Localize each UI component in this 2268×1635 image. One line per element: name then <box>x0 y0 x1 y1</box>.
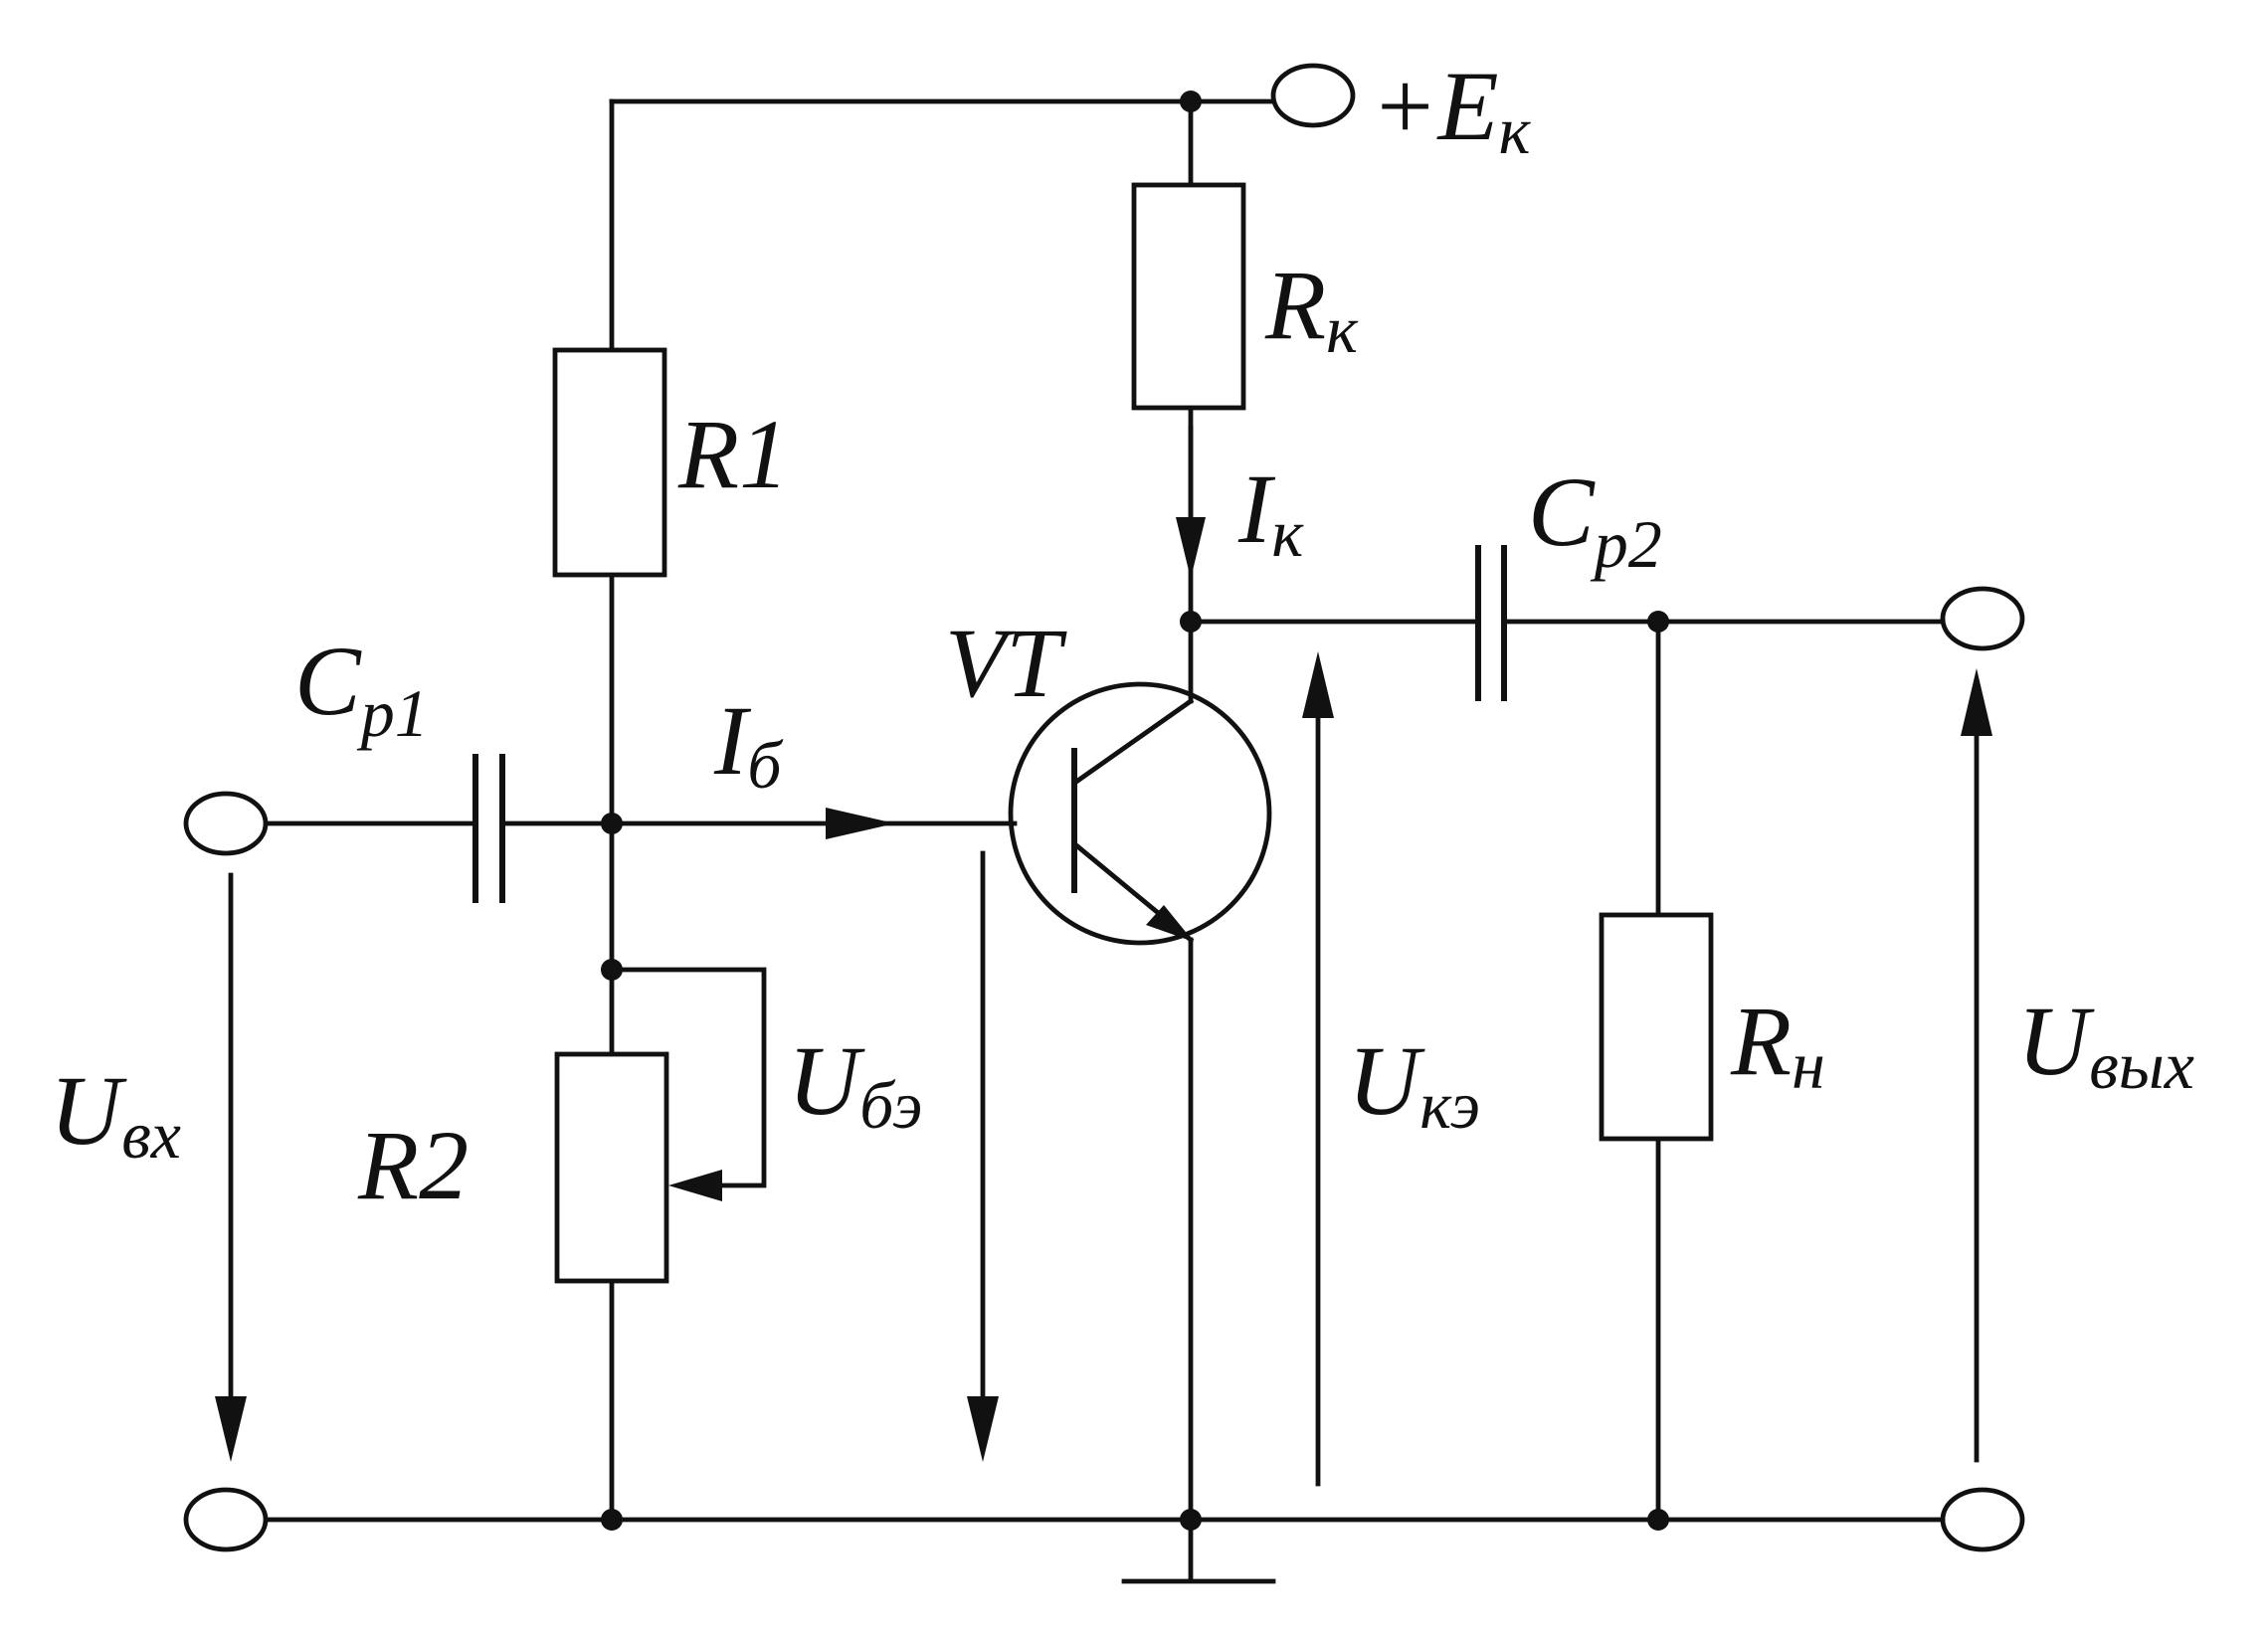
transistor-body <box>1008 681 1272 946</box>
capacitor-cp2 <box>1475 545 1507 701</box>
label-cp1: Cp1 <box>294 626 429 751</box>
label-uke-main: U <box>1348 1025 1425 1136</box>
terminal-output-top <box>1940 586 2025 651</box>
ube-arrow-head <box>967 1396 999 1462</box>
terminal-output-bottom <box>1940 1487 2025 1552</box>
label-ib-main: I <box>713 685 752 796</box>
label-ib-sub: б <box>747 727 784 803</box>
junction-base <box>601 813 623 834</box>
junction-ground-emitter <box>1180 1509 1202 1531</box>
label-uke: Uкэ <box>1348 1025 1480 1143</box>
label-rn: Rн <box>1730 986 1825 1103</box>
junction-supply <box>1180 91 1202 112</box>
resistor-r1 <box>552 347 667 578</box>
label-rn-main: R <box>1730 986 1792 1096</box>
transistor-collector-lead <box>1072 697 1195 786</box>
resistor-rn <box>1599 912 1714 1142</box>
label-ube: Uбэ <box>788 1025 923 1143</box>
label-rn-sub: н <box>1792 1027 1825 1103</box>
arrows <box>215 425 1992 1487</box>
resistor-rk <box>1131 182 1246 411</box>
label-rk-sub: к <box>1326 291 1359 367</box>
label-uvyx-main: U <box>2017 986 2095 1096</box>
label-uvx-sub: вх <box>121 1097 181 1173</box>
label-cp1-sub: p1 <box>357 675 429 751</box>
uvx-arrow-head <box>215 1396 247 1462</box>
emitter-arrow <box>1146 905 1194 942</box>
label-ik: Iк <box>1237 454 1304 571</box>
transistor-vt <box>1008 681 1272 946</box>
label-cp2-sub: p2 <box>1591 506 1662 582</box>
junction-collector <box>1180 611 1202 633</box>
ik-arrow-head <box>1176 517 1206 579</box>
junction-output <box>1647 611 1669 633</box>
uvyx-arrow-head <box>1961 668 1992 736</box>
label-ik-main: I <box>1237 454 1276 564</box>
junctions <box>601 91 1669 1531</box>
label-cp1-main: C <box>294 626 362 736</box>
label-r1-main: R1 <box>677 399 789 509</box>
label-supply-sub: к <box>1499 92 1532 168</box>
label-ib: Iб <box>713 685 784 803</box>
label-vt: VT <box>945 608 1067 718</box>
label-ik-sub: к <box>1271 495 1304 571</box>
ib-arrow-head <box>826 808 895 839</box>
label-uvyx: Uвых <box>2017 986 2194 1103</box>
label-rk: Rк <box>1264 250 1359 367</box>
label-ube-main: U <box>788 1025 865 1136</box>
capacitor-cp1 <box>472 754 505 903</box>
label-uvyx-sub: вых <box>2089 1027 2194 1103</box>
label-uvx: Uвх <box>50 1055 181 1173</box>
label-cp2-main: C <box>1528 456 1596 567</box>
label-cp2: Cp2 <box>1528 456 1662 582</box>
terminal-supply <box>1270 63 1356 128</box>
label-r2-main: R2 <box>357 1110 469 1220</box>
label-ube-sub: бэ <box>859 1067 922 1143</box>
label-supply: +Eк <box>1371 51 1532 168</box>
junction-ground-rn <box>1647 1509 1669 1531</box>
label-r1: R1 <box>677 399 789 509</box>
wires <box>264 98 1948 1584</box>
uke-arrow-head <box>1302 651 1334 718</box>
junction-ground-r2 <box>601 1509 623 1531</box>
r2-wiper-arrow-head <box>668 1170 722 1201</box>
label-uke-sub: кэ <box>1419 1067 1480 1143</box>
label-r2: R2 <box>357 1110 469 1220</box>
resistor-r2 <box>554 1051 669 1284</box>
wire-r2-pot-loop <box>609 967 767 1188</box>
label-uvx-main: U <box>50 1055 127 1166</box>
junction-r2-top <box>601 959 623 981</box>
label-supply-main: +E <box>1371 51 1499 161</box>
terminal-input-bottom <box>183 1487 269 1552</box>
label-rk-main: R <box>1264 250 1326 360</box>
label-vt-main: VT <box>945 608 1067 718</box>
terminal-input-top <box>183 791 269 856</box>
